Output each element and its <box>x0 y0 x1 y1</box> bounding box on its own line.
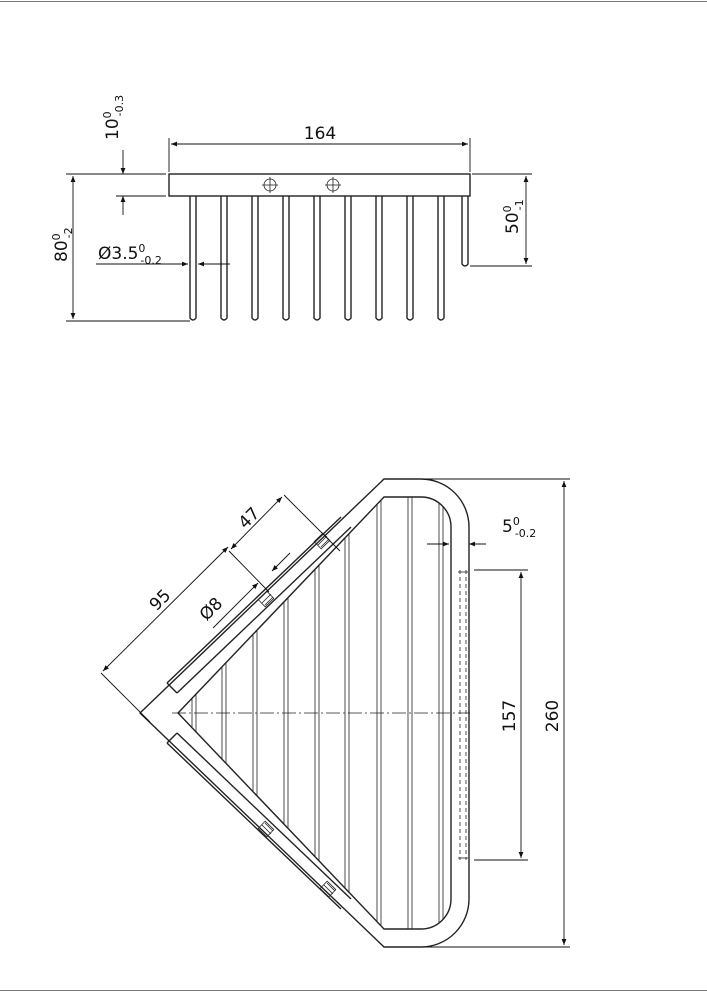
mounting-plate <box>168 173 471 197</box>
dim-inner-value: 157 <box>500 700 520 732</box>
dim-top-offset-label: 100-0.3 <box>101 95 126 140</box>
mounting-hole-upper-b <box>257 590 275 608</box>
mounting-hole-lower-a <box>257 820 275 838</box>
dim-inner: 157 <box>474 569 528 861</box>
sheet-top-border <box>0 1 707 2</box>
dim-side-b: 95 <box>100 546 229 723</box>
screw-hole-right <box>325 177 341 193</box>
dim-side-a: 47 <box>228 494 341 593</box>
dim-overall: 260 <box>423 478 570 948</box>
front-rods <box>189 196 469 321</box>
top-view: 47 95 Ø8 50-0.2 <box>100 478 570 948</box>
dim-overall-value: 260 <box>543 700 563 732</box>
dim-rim-label: 50-0.2 <box>502 515 536 540</box>
dim-width: 164 <box>168 124 471 172</box>
dim-hole-value: Ø8 <box>196 594 227 625</box>
dim-back-height: 500-1 <box>470 173 532 267</box>
dim-rim: 50-0.2 <box>427 515 536 547</box>
dim-hole: Ø8 <box>196 552 291 629</box>
dim-total-height-label: 800-2 <box>50 227 75 262</box>
mounting-hole-lower-b <box>319 880 337 898</box>
wall-plate-lower <box>166 732 352 910</box>
wall-plate-upper <box>166 516 352 694</box>
hidden-rod <box>458 570 468 860</box>
dim-width-value: 164 <box>304 124 336 144</box>
dim-side-a-value: 47 <box>235 504 264 533</box>
dim-top-offset: 100-0.3 <box>101 95 166 215</box>
dim-side-b-value: 95 <box>146 586 175 615</box>
front-view: 164 100-0.3 800-2 <box>50 95 532 322</box>
dim-back-height-label: 500-1 <box>501 199 526 234</box>
basket-inner-outline <box>177 496 452 930</box>
dim-rod-diameter: Ø3.50-0.2 <box>96 242 230 267</box>
sheet-bottom-border <box>0 990 707 991</box>
dim-rod-diameter-label: Ø3.50-0.2 <box>98 242 162 267</box>
dim-total-height: 800-2 <box>50 173 190 322</box>
screw-hole-left <box>262 177 278 193</box>
